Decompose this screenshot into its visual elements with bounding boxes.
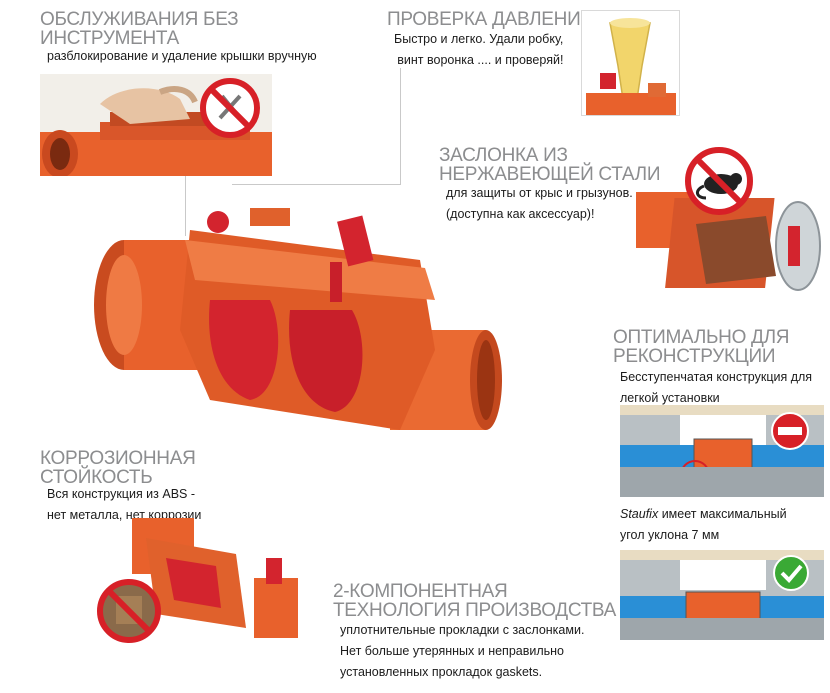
connector-line	[185, 176, 186, 236]
connector-line	[400, 68, 401, 184]
pressure-test-text: Быстро и легко. Удали робку, винт воронк…	[394, 32, 564, 67]
tool-free-text: разблокирование и удаление крышки вручну…	[47, 49, 317, 63]
steel-flap-text: для защиты от крыс и грызунов. (доступна…	[446, 186, 633, 221]
no-tools-icon	[200, 78, 260, 138]
two-component-title: 2-КОМПОНЕНТНАЯ ТЕХНОЛОГИЯ ПРОИЗВОДСТВА	[333, 581, 617, 621]
staufix-brand: Staufix	[620, 507, 659, 521]
tool-free-title: ОБСЛУЖИВАНИЯ БЕЗ ИНСТРУМЕНТА	[40, 9, 239, 49]
pressure-test-photo	[581, 10, 680, 116]
tool-free-photo	[40, 74, 272, 176]
no-rats-icon	[685, 147, 753, 215]
check-icon	[773, 555, 809, 591]
corrosion-title: КОРРОЗИОННАЯ СТОЙКОСТЬ	[40, 448, 196, 488]
reconstruction-text: Бесступенчатая конструкция для легкой ус…	[620, 370, 813, 405]
staufix-description: имеет максимальный угол уклона 7 мм	[620, 507, 787, 542]
reconstruction-title: ОПТИМАЛЬНО ДЛЯ РЕКОНСТРУКЦИИ	[613, 327, 790, 367]
steel-flap-title: ЗАСЛОНКА ИЗ НЕРЖАВЕЮЩЕЙ СТАЛИ	[439, 145, 661, 185]
staufix-text: Staufix имеет максимальный угол уклона 7…	[620, 504, 787, 546]
stepped-install-diagram	[620, 405, 824, 497]
corrosion-photo	[96, 518, 306, 650]
no-entry-icon	[771, 412, 809, 450]
connector-line	[232, 184, 401, 185]
stepless-install-diagram	[620, 550, 824, 640]
steel-flap-photo	[636, 146, 828, 296]
no-corrosion-icon	[97, 579, 161, 643]
main-product-image	[90, 190, 510, 460]
two-component-text: уплотнительные прокладки с заслонками. Н…	[340, 623, 585, 679]
pressure-test-title: ПРОВЕРКА ДАВЛЕНИЯ	[387, 9, 594, 30]
